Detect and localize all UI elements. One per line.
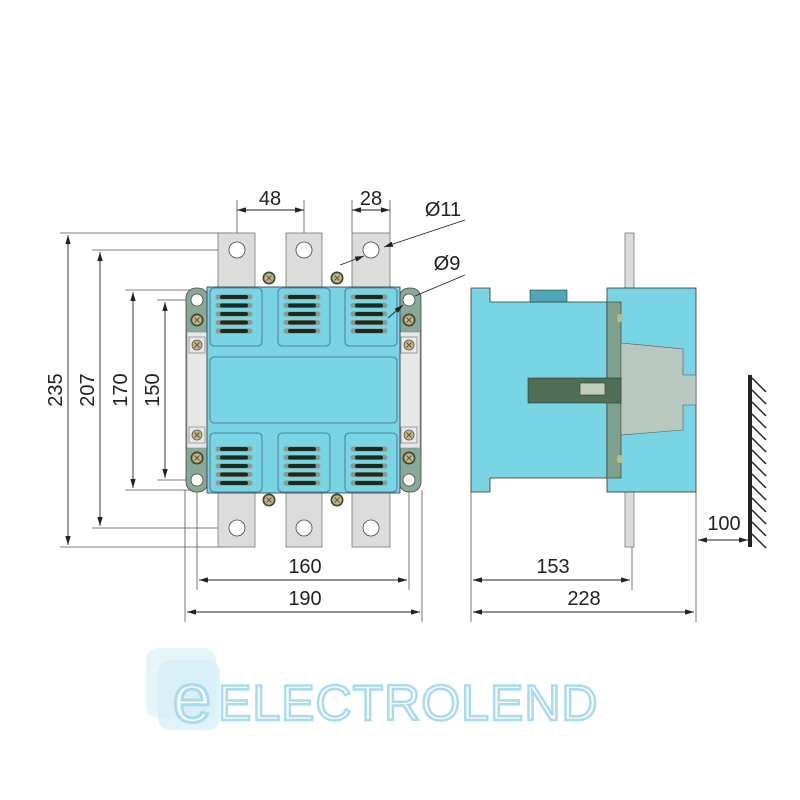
dim-terminal-hole: Ø11 [425, 199, 461, 221]
dim-height-mount-holes: 150 [142, 373, 164, 406]
dimension-lines [65, 207, 748, 615]
front-view [185, 232, 422, 548]
dimension-labels: 48 28 Ø11 Ø9 235 207 170 150 160 190 153… [45, 188, 741, 610]
dim-terminal-width: 28 [360, 188, 382, 210]
terminal-holes [228, 241, 380, 537]
logo-text: ELECTROLEND [218, 675, 599, 731]
handle [527, 377, 622, 404]
dim-depth-total: 228 [567, 588, 600, 610]
dim-mount-hole: Ø9 [434, 253, 461, 275]
dim-height-body: 170 [110, 373, 132, 406]
dim-width-mount-holes: 160 [288, 556, 321, 578]
mount-holes [190, 293, 416, 487]
wall-hatching [751, 377, 767, 549]
dim-depth-to-plate: 153 [536, 556, 569, 578]
side-view [470, 232, 767, 549]
extension-lines [60, 200, 697, 622]
dim-width-total: 190 [288, 588, 321, 610]
electrolend-logo: e ELECTROLEND [146, 648, 599, 739]
dim-height-total: 235 [45, 373, 67, 406]
dim-terminal-pitch: 48 [259, 188, 281, 210]
dim-height-terminal-holes: 207 [77, 373, 99, 406]
dim-wall-clearance: 100 [707, 513, 740, 535]
logo-e-icon: e [173, 659, 212, 737]
